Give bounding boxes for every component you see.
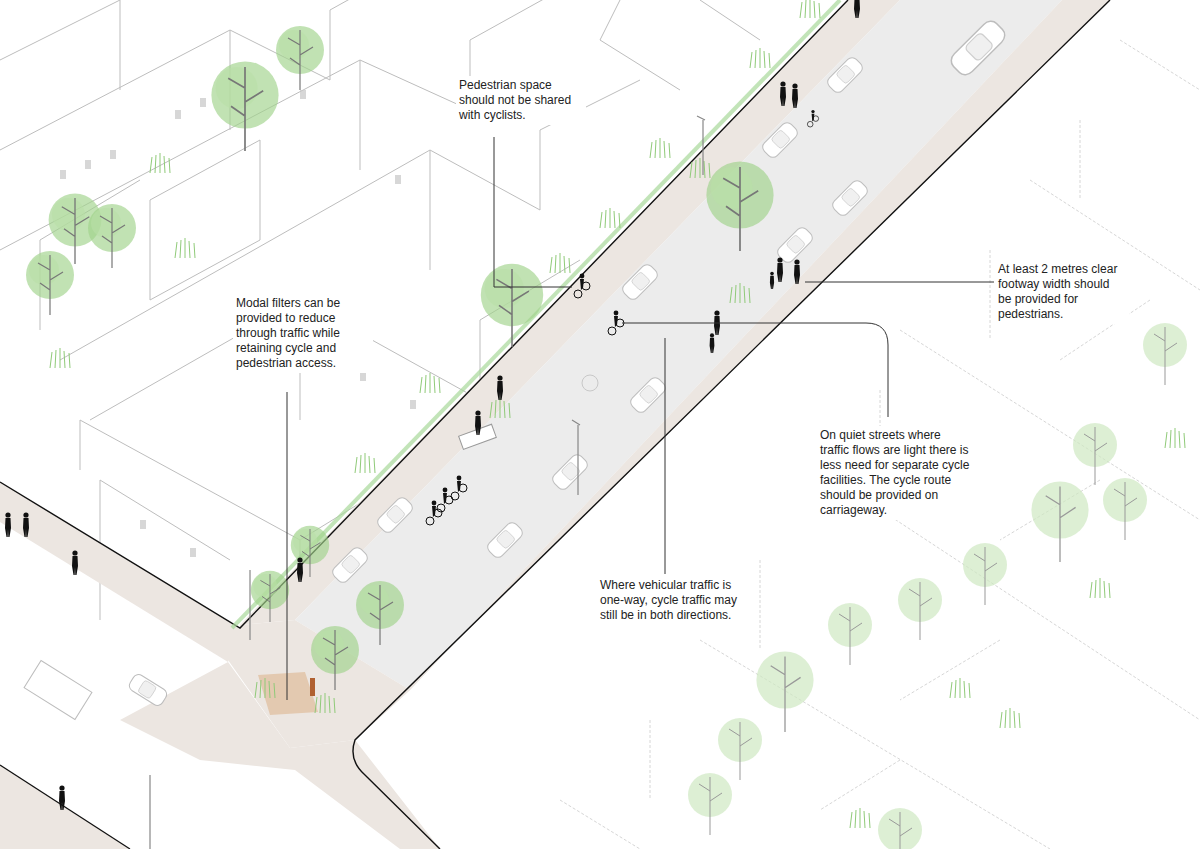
- annotation-text: Where vehicular traffic is one-way, cycl…: [597, 576, 747, 625]
- annotation-text: At least 2 metres clear footway width sh…: [995, 260, 1129, 324]
- annotation-text: On quiet streets where traffic flows are…: [817, 426, 973, 520]
- annotation-text: Modal filters can be provided to reduce …: [233, 294, 373, 373]
- leader-lines: [287, 137, 994, 700]
- annotation-text: Pedestrian space should not be shared wi…: [456, 76, 586, 125]
